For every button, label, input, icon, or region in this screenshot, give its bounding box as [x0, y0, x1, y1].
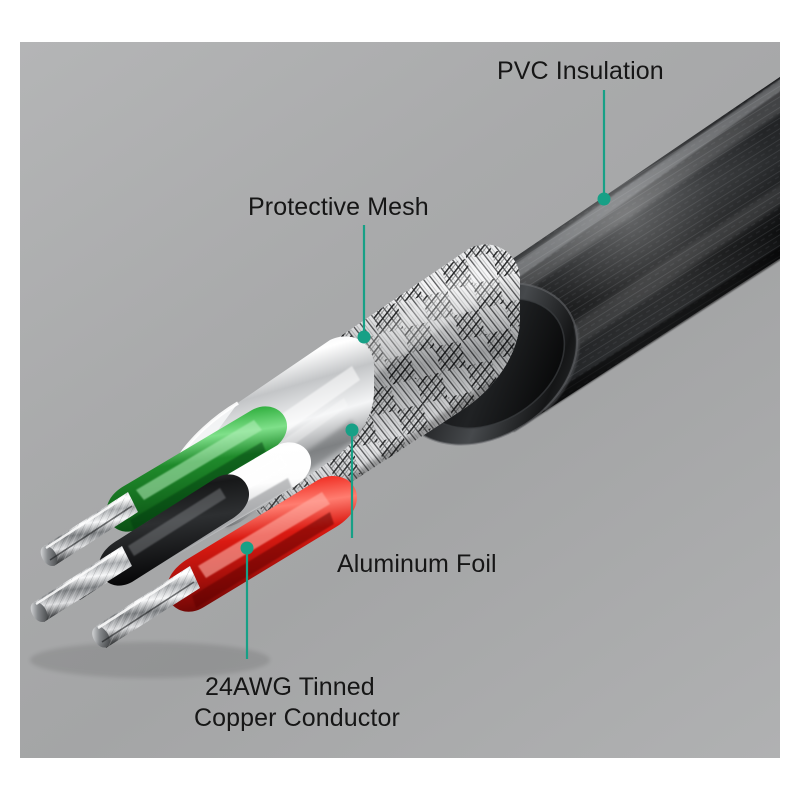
- wire-black: [30, 474, 250, 623]
- aluminum-foil-label: Aluminum Foil: [337, 550, 497, 578]
- pvc-insulation-label: PVC Insulation: [497, 57, 664, 85]
- awg-leader-dot: [240, 541, 254, 555]
- conductor-label-line2: Copper Conductor: [194, 704, 400, 732]
- wire-red: [92, 475, 357, 648]
- conductor-label-line1: 24AWG Tinned: [205, 673, 375, 701]
- conductor-strands-green: [40, 492, 138, 567]
- foil-leader-dot: [345, 423, 359, 437]
- leader-lines: [240, 90, 611, 659]
- mesh-leader-dot: [357, 330, 371, 344]
- conductor-strands-black: [30, 546, 132, 623]
- protective-mesh-label: Protective Mesh: [248, 193, 429, 221]
- wire-green: [40, 406, 288, 567]
- pvc-leader-dot: [597, 192, 611, 206]
- conductor-strands-red: [92, 566, 200, 648]
